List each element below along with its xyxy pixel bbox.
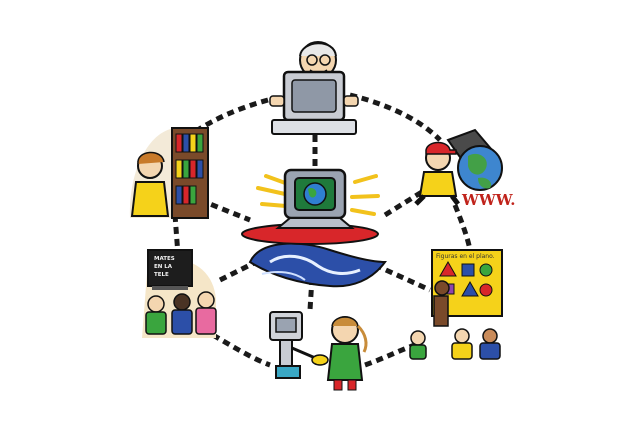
www-label: WWW. [461,191,515,209]
spoke-bottom-right [373,262,432,293]
tv-line-1: MATES [154,256,175,262]
poster-title: Figuras en el plano. [436,253,495,260]
outer-ring [172,92,473,368]
tv-line-2: EN LA [154,264,173,270]
tv-line-3: TELE [154,272,169,278]
hub-computer-icon [241,168,387,288]
user-at-computer-icon [269,41,359,135]
math-poster-icon: Figuras en el plano. [409,249,503,360]
sparks [256,174,380,216]
classroom-tv-icon: MATES EN LA TELE [142,249,217,338]
spoke-left [199,197,251,223]
child-with-robot-icon [269,311,368,391]
library-icon [129,127,209,219]
internet-globe-icon: WWW. [414,128,515,209]
spoke-right [383,187,427,218]
